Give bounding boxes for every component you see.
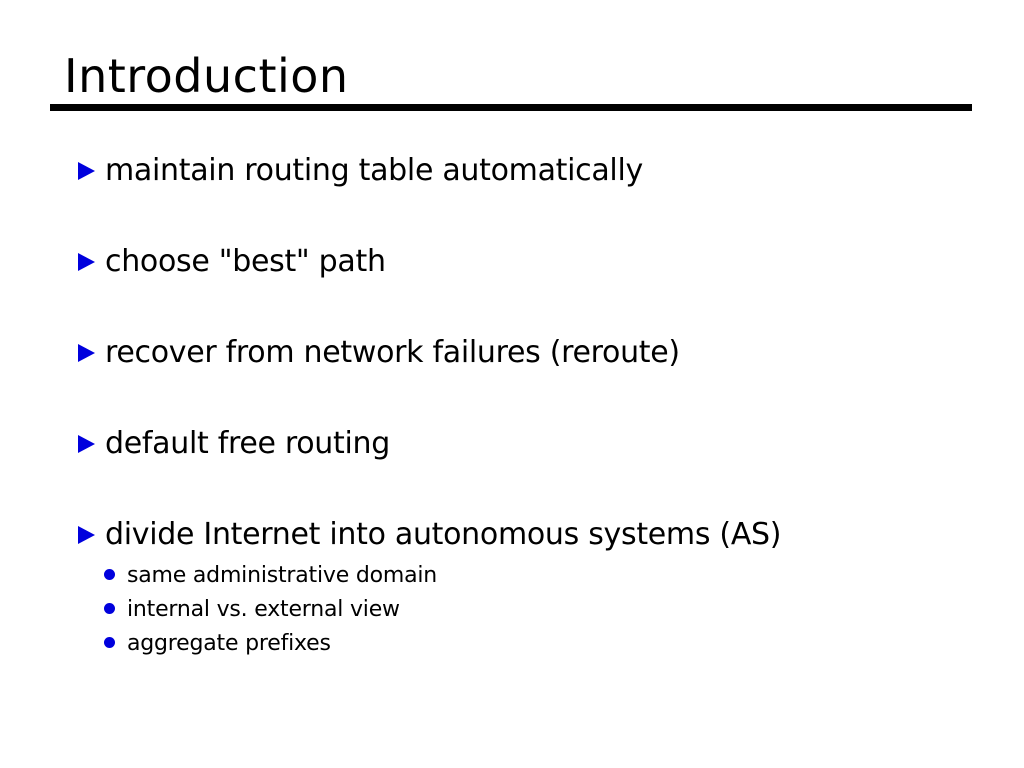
title-underline <box>50 104 972 111</box>
sub-bullet-text: same administrative domain <box>127 563 438 588</box>
bullet-text: recover from network failures (reroute) <box>105 335 680 370</box>
sub-bullet-text: aggregate prefixes <box>127 631 331 656</box>
sub-bullet-item: internal vs. external view <box>104 593 804 627</box>
bullet-item: divide Internet into autonomous systems … <box>78 517 782 553</box>
dot-bullet-icon <box>104 636 115 648</box>
dot-bullet-icon <box>104 602 115 614</box>
sub-bullet-text: internal vs. external view <box>127 597 400 622</box>
sub-bullet-item: same administrative domain <box>104 559 804 593</box>
sub-bullet-item: aggregate prefixes <box>104 627 804 661</box>
sub-bullet-list: same administrative domain internal vs. … <box>104 559 804 661</box>
dot-bullet-icon <box>104 568 115 580</box>
triangle-bullet-icon <box>78 344 95 362</box>
triangle-bullet-icon <box>78 435 95 453</box>
bullet-item: recover from network failures (reroute) <box>78 335 680 371</box>
bullet-text: divide Internet into autonomous systems … <box>105 517 782 552</box>
bullet-item: maintain routing table automatically <box>78 153 643 189</box>
triangle-bullet-icon <box>78 526 95 544</box>
triangle-bullet-icon <box>78 162 95 180</box>
bullet-item: default free routing <box>78 426 390 462</box>
bullet-text: default free routing <box>105 426 390 461</box>
slide-title: Introduction <box>64 49 349 103</box>
bullet-item: choose "best" path <box>78 244 386 280</box>
bullet-text: maintain routing table automatically <box>105 153 643 188</box>
bullet-text: choose "best" path <box>105 244 386 279</box>
triangle-bullet-icon <box>78 253 95 271</box>
